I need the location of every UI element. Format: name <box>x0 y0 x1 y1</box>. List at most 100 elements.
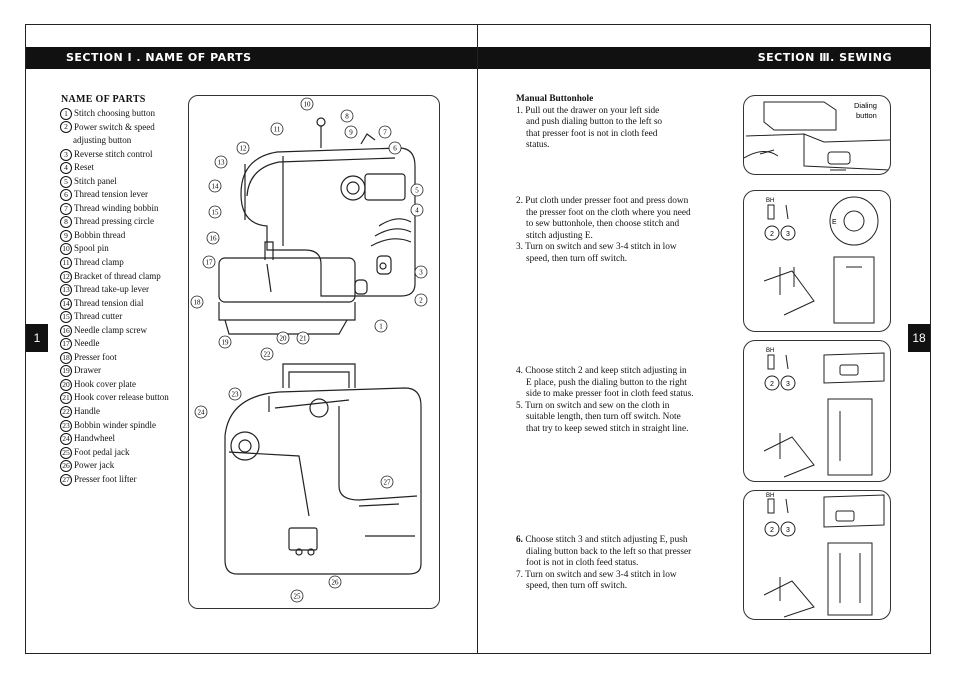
callout-number: 1 <box>379 323 383 331</box>
callout-number: 25 <box>294 593 302 601</box>
callout-marker: 4 <box>410 203 424 217</box>
part-label: Needle <box>74 338 100 349</box>
callout-circle <box>194 405 208 419</box>
part-label: Spool pin <box>74 243 109 254</box>
part-label: Thread cutter <box>74 311 123 322</box>
part-number: 13 <box>60 284 72 297</box>
callout-number: 10 <box>304 101 312 109</box>
callout-number: 5 <box>415 187 419 195</box>
callout-circle <box>228 387 242 401</box>
buttonhole-step6-7-block: 6. Choose stitch 3 and stitch adjusting … <box>516 535 731 593</box>
figure-drawing: BH 2 3 <box>763 348 885 478</box>
callout-circle <box>236 141 250 155</box>
callout-marker: 23 <box>228 387 242 401</box>
callout-circle <box>410 183 424 197</box>
part-number: 17 <box>60 338 72 351</box>
callout-circle <box>190 295 204 309</box>
callout-circle <box>206 231 220 245</box>
callout-number: 16 <box>210 235 218 243</box>
part-number: 15 <box>60 311 72 324</box>
callout-number: 3 <box>419 269 423 277</box>
part-number: 21 <box>60 392 72 405</box>
part-label: Thread pressing circle <box>74 216 154 227</box>
callout-circle <box>374 319 388 333</box>
part-number: 16 <box>60 324 72 337</box>
callout-number: 18 <box>194 299 202 307</box>
callout-number: 19 <box>222 339 230 347</box>
callout-marker: 21 <box>296 331 310 345</box>
dialing-label-2: button <box>856 111 877 120</box>
part-label: Hook cover release button <box>74 392 169 403</box>
part-label: Hook cover plate <box>74 378 136 389</box>
callout-marker: 7 <box>378 125 392 139</box>
callout-circle <box>296 331 310 345</box>
callout-number: 22 <box>264 351 272 359</box>
figure-step-4: BH 2 3 <box>743 340 891 482</box>
callout-circle <box>270 122 284 136</box>
bh-label: BH <box>766 493 774 499</box>
callout-marker: 13 <box>214 155 228 169</box>
part-label: Bobbin winder spindle <box>74 419 156 430</box>
callout-marker: 27 <box>380 475 394 489</box>
callout-number: 9 <box>349 129 353 137</box>
callout-number: 6 <box>393 145 397 153</box>
step5-line: suitable length, then turn off switch. N… <box>526 412 681 422</box>
callout-number: 8 <box>345 113 349 121</box>
callout-circle <box>202 255 216 269</box>
step5-line: 5. Turn on switch and sew on the cloth i… <box>516 400 670 411</box>
part-number: 10 <box>60 243 72 256</box>
step1-line: that presser foot is not in cloth feed <box>526 128 658 139</box>
part-label: Reverse stitch control <box>74 148 153 159</box>
callout-marker: 17 <box>202 255 216 269</box>
section-header-right: SECTION Ⅲ. SEWING <box>478 47 930 69</box>
step2-line: the presser foot on the cloth where you … <box>526 207 691 218</box>
buttonhole-step1-block: Manual Buttonhole 1. Pull out the drawer… <box>516 94 731 152</box>
figure-drawing: Dialing button <box>744 101 890 171</box>
callout-circle <box>380 475 394 489</box>
step5-line: that try to keep sewed stitch in straigh… <box>526 423 689 434</box>
callout-circle <box>340 109 354 123</box>
step4-line: 4. Choose stitch 2 and keep stitch adjus… <box>516 366 687 376</box>
part-label: Stitch choosing button <box>74 108 155 118</box>
callout-marker: 2 <box>414 293 428 307</box>
parts-title: NAME OF PARTS <box>61 94 146 105</box>
buttonhole-title: Manual Buttonhole <box>516 94 594 104</box>
step2-line: 2. Put cloth under presser foot and pres… <box>516 196 689 206</box>
part-number: 14 <box>60 297 72 310</box>
callout-number: 15 <box>212 209 220 217</box>
step6-line: 6. Choose stitch 3 and stitch adjusting … <box>516 535 731 547</box>
part-number: 2 <box>60 121 72 134</box>
callout-number: 20 <box>280 335 288 343</box>
callout-marker: 19 <box>218 335 232 349</box>
part-label: Thread tension lever <box>74 189 148 200</box>
part-label: Presser foot <box>74 351 117 362</box>
part-label: Handle <box>74 406 100 417</box>
callout-circle <box>276 331 290 345</box>
callout-circle <box>344 125 358 139</box>
step6-text: Choose stitch 3 and stitch adjusting E, … <box>525 535 688 545</box>
callout-marker: 11 <box>270 122 284 136</box>
callout-number: 2 <box>419 297 423 305</box>
step7-line: speed, then turn off switch. <box>526 581 628 591</box>
part-number: 4 <box>60 162 72 175</box>
step1-line: 1. Pull out the drawer on your left side <box>516 105 660 116</box>
callout-marker: 1 <box>374 319 388 333</box>
callout-circle <box>328 575 342 589</box>
part-label: Thread winding bobbin <box>74 202 159 213</box>
callout-circle <box>388 141 402 155</box>
callout-number: 17 <box>206 259 214 267</box>
part-label: Bracket of thread clamp <box>74 270 161 281</box>
